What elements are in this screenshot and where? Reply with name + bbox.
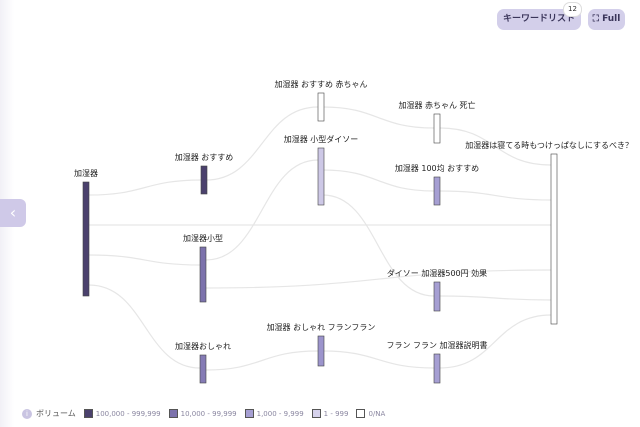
expand-icon: ⛶ bbox=[592, 14, 599, 24]
node-bar[interactable] bbox=[433, 353, 441, 384]
link bbox=[88, 254, 201, 266]
link bbox=[439, 190, 552, 201]
node-label[interactable]: 加湿器 おすすめ bbox=[175, 152, 234, 162]
node-bar[interactable] bbox=[82, 181, 90, 297]
node-label[interactable]: 加湿器 100均 おすすめ bbox=[395, 163, 479, 173]
node-bar[interactable] bbox=[199, 354, 207, 384]
link bbox=[205, 106, 319, 181]
node-label[interactable]: 加湿器 小型ダイソー bbox=[284, 134, 359, 144]
link bbox=[322, 194, 435, 297]
link bbox=[322, 350, 435, 369]
node-label[interactable]: 加湿器 おしゃれ フランフラン bbox=[267, 322, 376, 332]
node-label[interactable]: フラン フラン 加湿器説明書 bbox=[386, 340, 487, 350]
legend: i ボリューム 100,000 - 999,999 10,000 - 99,99… bbox=[22, 408, 389, 419]
node-bar[interactable] bbox=[317, 92, 325, 122]
link bbox=[205, 159, 319, 261]
link bbox=[322, 106, 435, 129]
node-label[interactable]: 加湿器は寝てる時もつけっぱなしにするべき？ bbox=[465, 140, 633, 150]
link bbox=[439, 314, 552, 369]
legend-title: ボリューム bbox=[36, 409, 76, 418]
keyword-count-badge: 12 bbox=[563, 2, 582, 17]
link bbox=[88, 284, 201, 369]
node-bar[interactable] bbox=[550, 153, 558, 325]
link bbox=[439, 127, 552, 166]
legend-item: 0/NA bbox=[356, 409, 385, 418]
links bbox=[88, 106, 552, 371]
node-bar[interactable] bbox=[317, 335, 325, 367]
legend-item: 1 - 999 bbox=[311, 409, 348, 418]
node-label[interactable]: 加湿器 bbox=[74, 168, 98, 178]
node-label[interactable]: 加湿器 赤ちゃん 死亡 bbox=[398, 100, 475, 110]
node-bar[interactable] bbox=[433, 113, 441, 144]
node-bar[interactable] bbox=[199, 246, 207, 303]
node-label[interactable]: 加湿器小型 bbox=[183, 233, 223, 243]
link bbox=[439, 295, 552, 301]
legend-swatch bbox=[168, 409, 178, 418]
node-label[interactable]: 加湿器 おすすめ 赤ちゃん bbox=[274, 79, 367, 89]
link bbox=[322, 169, 435, 192]
node-bar[interactable] bbox=[317, 147, 325, 206]
fullscreen-label: Full bbox=[602, 14, 621, 24]
chevron-left-icon: ‹ bbox=[9, 203, 17, 222]
fullscreen-button[interactable]: ⛶ Full bbox=[588, 9, 625, 30]
legend-swatch bbox=[311, 409, 321, 418]
link bbox=[205, 350, 319, 371]
node-label[interactable]: 加湿器おしゃれ bbox=[175, 341, 231, 351]
info-icon[interactable]: i bbox=[22, 408, 32, 419]
node-label[interactable]: ダイソー 加湿器500円 効果 bbox=[387, 268, 487, 278]
legend-swatch bbox=[356, 409, 366, 418]
link bbox=[205, 269, 552, 289]
node-bar[interactable] bbox=[433, 176, 441, 206]
node-bar[interactable] bbox=[433, 281, 441, 312]
legend-item: 10,000 - 99,999 bbox=[168, 409, 237, 418]
link bbox=[88, 179, 202, 196]
legend-swatch bbox=[83, 409, 93, 418]
legend-item: 100,000 - 999,999 bbox=[83, 409, 161, 418]
collapse-back-button[interactable]: ‹ bbox=[0, 199, 26, 227]
legend-item: 1,000 - 9,999 bbox=[244, 409, 304, 418]
legend-swatch bbox=[244, 409, 254, 418]
keyword-list-button[interactable]: キーワードリスト bbox=[497, 9, 581, 30]
node-bar[interactable] bbox=[200, 165, 208, 195]
